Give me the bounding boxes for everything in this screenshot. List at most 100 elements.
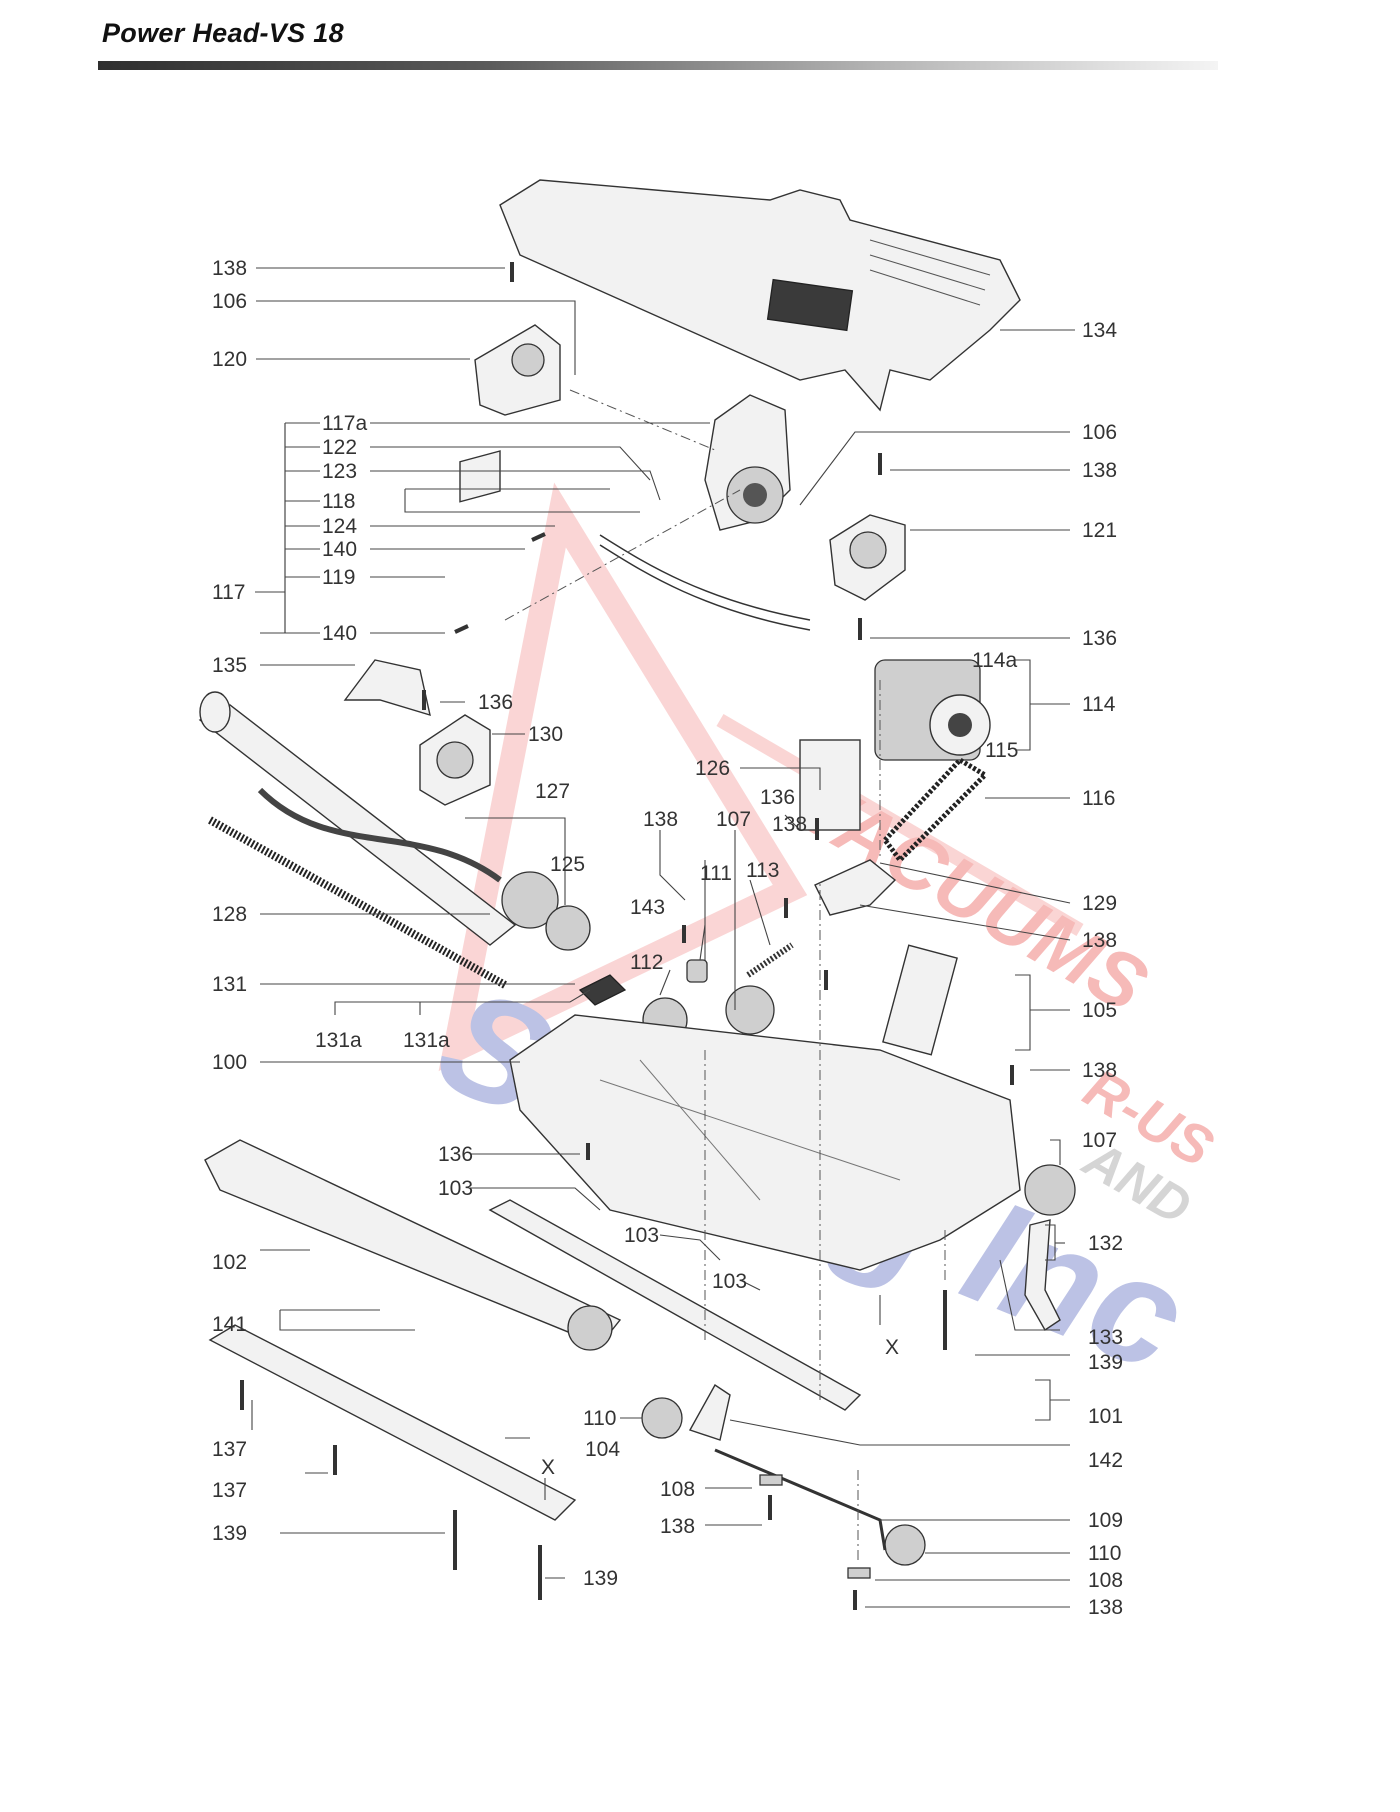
callout-142: 142 [1088,1449,1123,1472]
callout-103b: 103 [624,1224,659,1247]
callout-137: 137 [212,1438,247,1461]
callout-118: 118 [322,490,355,513]
callout-139b: 139 [212,1522,247,1545]
callout-138: 138 [212,257,247,280]
pedal-105-part [882,944,958,1056]
callout-138c: 138 [643,808,678,831]
part-143 [686,959,708,983]
callout-132: 132 [1088,1232,1123,1255]
drive-belt-part [881,756,990,864]
callout-119: 119 [322,566,355,589]
base-plate-104-part [208,1324,577,1521]
leader-lines [251,267,1075,1608]
callout-138e: 138 [1082,929,1117,952]
callout-126: 126 [695,757,730,780]
callout-138d: 138 [772,813,807,836]
callout-131a: 131a [315,1029,362,1052]
callout-130: 130 [528,723,563,746]
callout-143: 143 [630,896,665,919]
callout-107: 107 [716,808,751,831]
callout-133: 133 [1088,1326,1123,1349]
callout-131a-2: 131a [403,1029,450,1052]
callout-124: 124 [322,515,357,538]
callout-128: 128 [212,903,247,926]
callout-137b: 137 [212,1479,247,1502]
callout-103c: 103 [712,1270,747,1293]
bracket-119-part [459,450,501,503]
callout-115: 115 [985,739,1018,762]
wheel-107-part [1024,1164,1076,1216]
callout-111: 111 [700,862,732,885]
callout-110: 110 [583,1407,616,1430]
callout-138g: 138 [660,1515,695,1538]
page-title: Power Head-VS 18 [102,18,344,48]
callout-138f: 138 [1082,1059,1117,1082]
callout-117a: 117a [322,412,367,435]
wheel-110a-part [641,1397,683,1439]
callout-120: 120 [212,348,247,371]
callout-107b: 107 [1082,1129,1117,1152]
callout-114: 114 [1082,693,1116,716]
bumper-102-part [204,1139,622,1351]
callout-108: 108 [660,1478,695,1501]
callout-138b: 138 [1082,459,1117,482]
callout-108b: 108 [1088,1569,1123,1592]
callout-136c: 136 [760,786,795,809]
callout-121: 121 [1082,519,1117,542]
callout-106b: 106 [1082,421,1117,444]
callout-labels: 134 138 106 120 117a 122 123 118 124 140… [212,257,1123,1619]
bracket-142-part [688,1383,731,1441]
screws [240,262,1014,1610]
callout-100: 100 [212,1051,247,1074]
motor-part [874,659,991,761]
callout-112: 112 [630,951,663,974]
callout-x: X [885,1336,899,1359]
callout-116: 116 [1082,787,1115,810]
strip-101-part [488,1199,862,1411]
callout-103: 103 [438,1177,473,1200]
clip-108b-part [847,1567,871,1579]
callout-106: 106 [212,290,247,313]
callout-105: 105 [1082,999,1117,1022]
callout-104: 104 [585,1438,620,1461]
callout-138h: 138 [1088,1596,1123,1619]
callout-113: 113 [746,859,779,882]
callout-122: 122 [322,436,357,459]
callout-114a: 114a [972,649,1017,672]
lever-132-part [1024,1219,1061,1331]
clip-131-part [578,974,627,1006]
spring-113-part [746,942,794,978]
plate-126-part [799,739,861,831]
callout-109: 109 [1088,1509,1123,1532]
callout-139: 139 [1088,1351,1123,1374]
cover-135-part [343,659,431,717]
callout-127: 127 [535,780,570,803]
fan-housing-part [704,394,791,531]
callout-135: 135 [212,654,247,677]
callout-140b: 140 [322,622,357,645]
callout-101: 101 [1088,1405,1123,1428]
wheel-110b-part [884,1524,926,1566]
callout-134: 134 [1082,319,1117,342]
top-cover-part [499,179,1021,412]
axle-109-part [714,1448,887,1551]
clip-108a-part [759,1474,783,1486]
callout-136d: 136 [438,1143,473,1166]
base-frame-part [509,1014,1021,1271]
title-rule [98,61,1218,70]
brush-roll-part [198,691,591,951]
callout-117: 117 [212,581,245,604]
pulley-107-part [725,985,775,1035]
callout-123: 123 [322,460,357,483]
callout-x2: X [541,1456,555,1479]
assembly-lines [504,389,946,1560]
callout-136: 136 [1082,627,1117,650]
callout-141: 141 [212,1313,247,1336]
callout-131: 131 [212,973,247,996]
callout-139c: 139 [583,1567,618,1590]
callout-102: 102 [212,1251,247,1274]
belt-housing-130-part [419,714,491,806]
brush-strip-part [208,816,507,989]
callout-140: 140 [322,538,357,561]
